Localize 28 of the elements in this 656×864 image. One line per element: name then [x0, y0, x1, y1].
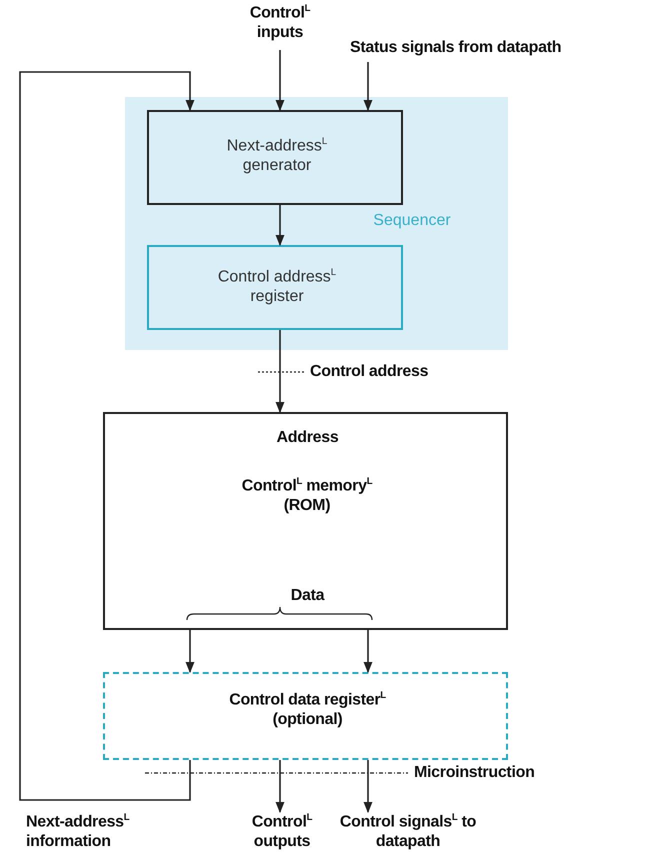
arrow	[276, 205, 284, 246]
arrow	[276, 330, 284, 414]
box-label: Data	[290, 586, 326, 606]
box-label: Control address$^{L}$ register	[216, 267, 338, 308]
memory-box	[103, 412, 508, 630]
arrow	[276, 760, 284, 814]
sequencer-region	[125, 97, 508, 350]
arrow	[364, 760, 372, 814]
region-title: Sequencer	[372, 211, 452, 231]
box-label: Control data register$^{L}$ (optional)	[228, 690, 387, 730]
arrow	[364, 630, 372, 674]
register-box	[147, 245, 403, 330]
arrow	[186, 630, 194, 674]
arrow	[364, 62, 372, 112]
signal-label: Microinstruction	[414, 763, 535, 783]
output-label: Control$^{L}$ outputs	[250, 812, 314, 852]
register-box	[103, 672, 508, 760]
signal-label: Control address	[310, 362, 428, 382]
box-label: Address	[276, 428, 340, 448]
input-label: Control$^{L}$ inputs	[248, 3, 312, 44]
output-label: Control signals$^{L}$ to datapath	[338, 812, 478, 852]
arrow	[276, 50, 284, 112]
box-label: Control$^{L}$ memory$^{L}$ (ROM)	[240, 476, 374, 516]
input-label: Status signals from datapath	[350, 38, 562, 58]
arrow	[19, 71, 194, 801]
process-box	[147, 110, 403, 205]
box-label: Next-address$^{L}$ generator	[226, 136, 328, 176]
output-label: Next-address$^{L}$ information	[26, 812, 130, 852]
